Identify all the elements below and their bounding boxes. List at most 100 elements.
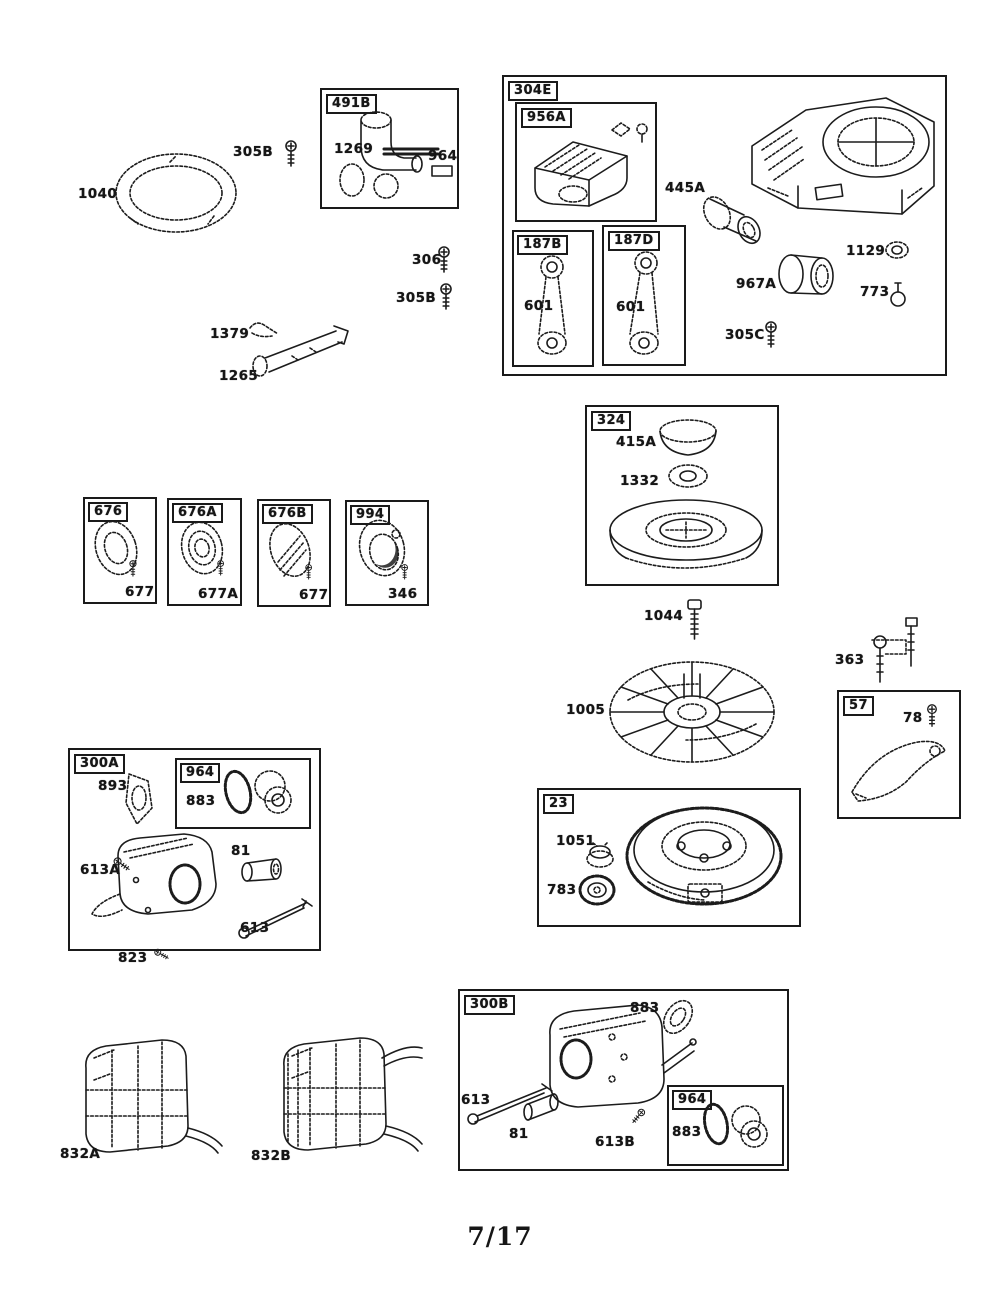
callout-883: 883 (186, 793, 216, 809)
box-label-964: 964 (672, 1090, 713, 1110)
cylinder-gasket-drawing (115, 153, 237, 233)
dipstick-tube-drawing (252, 325, 349, 377)
callout-81: 81 (231, 843, 251, 859)
group-box-23 (537, 788, 801, 927)
muffler-drawing (549, 1004, 697, 1108)
group-box-300B (458, 989, 789, 1171)
callout-1051: 1051 (556, 833, 596, 849)
cover-drawing (358, 519, 409, 580)
starter-cup-drawing (659, 419, 717, 456)
screw-icon (153, 947, 171, 962)
intake-elbow-drawing (339, 111, 440, 199)
flywheel-ring-gear-drawing (625, 806, 783, 906)
group-box-324 (585, 405, 779, 586)
washer-plate-drawing (431, 165, 453, 177)
callout-1379: 1379 (210, 326, 250, 342)
callout-1332: 1332 (620, 473, 660, 489)
piston-pin-bushing-drawing (702, 196, 761, 245)
group-box-676 (83, 497, 157, 604)
flywheel-plate-drawing (609, 499, 763, 569)
air-box-drawing (534, 141, 628, 207)
exhaust-pipe-drawing (241, 858, 282, 882)
callout-306: 306 (412, 252, 442, 268)
screw-icon (440, 283, 452, 310)
flywheel-bolt-drawing (687, 599, 702, 640)
group-box-187D (602, 225, 686, 366)
gasket-and-flange-drawing (702, 1102, 768, 1148)
clip-drawing (249, 322, 279, 338)
exhaust-gasket-drawing (662, 999, 694, 1035)
box-label-187B: 187B (517, 235, 568, 255)
screw-icon (112, 855, 132, 873)
callout-832A: 832A (60, 1146, 101, 1162)
callout-783: 783 (547, 882, 577, 898)
callout-78: 78 (903, 710, 923, 726)
exhaust-gasket-drawing (125, 773, 153, 825)
group-box-304E (502, 75, 947, 376)
group-box-676A (167, 498, 242, 606)
starter-clutch-drawing (578, 874, 616, 906)
callout-1265: 1265 (219, 368, 259, 384)
cover-drawing (180, 521, 225, 576)
cylinder-block-drawing (751, 97, 935, 215)
page-number: 7/17 (467, 1222, 533, 1251)
muffler-bolt-drawing (467, 1083, 553, 1125)
callout-964: 964 (428, 148, 458, 164)
flywheel-fan-drawing (609, 661, 775, 763)
box-label-187D: 187D (608, 231, 660, 251)
callout-613: 613 (461, 1092, 491, 1108)
muffler-guard-drawing (85, 1039, 223, 1154)
box-label-304E: 304E (508, 81, 558, 101)
callout-363: 363 (835, 652, 865, 668)
callout-883: 883 (672, 1124, 702, 1140)
washer-drawing (668, 464, 708, 488)
screw-icon (629, 1108, 647, 1126)
box-label-23: 23 (543, 794, 574, 814)
drain-plug-drawing (890, 282, 906, 307)
box-label-676B: 676B (262, 504, 313, 524)
exhaust-pipe-drawing (523, 1093, 559, 1121)
group-box-964A (175, 758, 311, 829)
callout-773: 773 (860, 284, 890, 300)
callout-1044: 1044 (644, 608, 684, 624)
callout-893: 893 (98, 778, 128, 794)
callout-305B: 305B (396, 290, 437, 306)
cone-washer-drawing (586, 842, 614, 868)
callout-346: 346 (388, 586, 418, 602)
callout-305C: 305C (725, 327, 765, 343)
callout-883: 883 (630, 1000, 660, 1016)
cover-drawing (269, 523, 313, 580)
connecting-rod-drawing (537, 255, 567, 355)
callout-81: 81 (509, 1126, 529, 1142)
deflector-drawing (851, 740, 946, 802)
screw-icon (438, 246, 450, 273)
callout-601: 601 (524, 298, 554, 314)
callout-601: 601 (616, 299, 646, 315)
callout-445A: 445A (665, 180, 706, 196)
callout-967A: 967A (736, 276, 777, 292)
puller-tool-drawing (871, 617, 918, 683)
box-label-300A: 300A (74, 754, 125, 774)
box-label-57: 57 (843, 696, 874, 716)
group-box-300A (68, 748, 321, 951)
box-label-300B: 300B (464, 995, 515, 1015)
callout-1129: 1129 (846, 243, 886, 259)
box-label-324: 324 (591, 411, 632, 431)
group-box-676B (257, 499, 331, 607)
callout-613A: 613A (80, 862, 121, 878)
gasket-and-flange-drawing (223, 769, 292, 815)
callout-305B: 305B (233, 144, 274, 160)
cylinder-sleeve-drawing (778, 254, 834, 295)
box-label-964: 964 (180, 763, 221, 783)
group-box-956A (515, 102, 657, 222)
group-box-187B (512, 230, 594, 367)
group-box-964B (667, 1085, 784, 1166)
group-box-57 (837, 690, 961, 819)
muffler-bolt-drawing (238, 898, 313, 939)
callout-677: 677 (299, 587, 329, 603)
callout-415A: 415A (616, 434, 657, 450)
callout-832B: 832B (251, 1148, 292, 1164)
group-box-994 (345, 500, 429, 606)
callout-1005: 1005 (566, 702, 606, 718)
